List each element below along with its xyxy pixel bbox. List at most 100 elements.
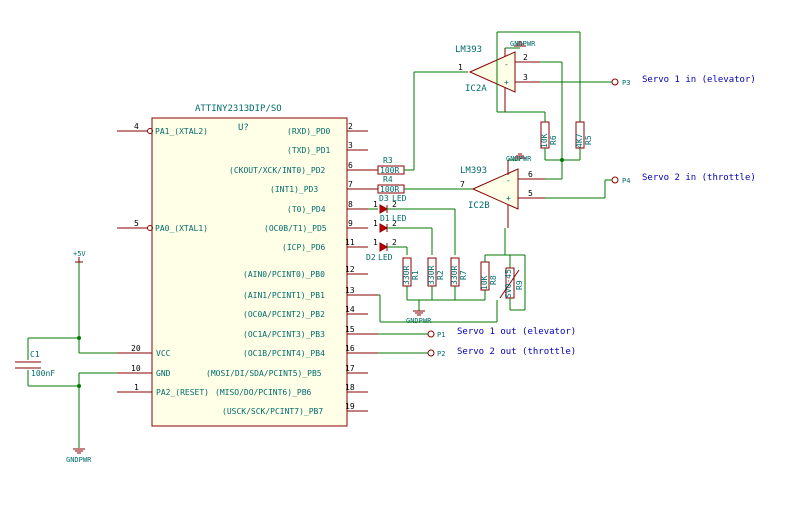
p2-ref: P2 bbox=[437, 350, 445, 358]
r9-ref: R9 bbox=[515, 280, 524, 290]
led-d1: 1 2 D1 LED bbox=[373, 214, 433, 255]
pin-name-pd0: (RXD)_PD0 bbox=[287, 127, 331, 136]
ic2a-pin3: 3 bbox=[523, 73, 528, 82]
led-d3: 1 2 D3 LED bbox=[368, 194, 456, 255]
port-p2: P2 Servo 2 out (throttle) bbox=[378, 347, 576, 358]
pin-num-18: 18 bbox=[345, 383, 355, 392]
d2-label: LED bbox=[378, 253, 393, 262]
ic2a-minus: - bbox=[504, 60, 509, 69]
resistor-r4: R4 100R bbox=[377, 175, 473, 194]
r5-value: 4K7 bbox=[575, 133, 584, 148]
pin-name-pa0: PA0_(XTAL1) bbox=[155, 224, 208, 233]
p1-ref: P1 bbox=[437, 331, 445, 339]
ic2b-minus: - bbox=[506, 176, 511, 185]
r6-ref: R6 bbox=[549, 135, 558, 145]
led-resistors: 330R R1 330R R2 330R R7 GNDPWR bbox=[402, 257, 485, 325]
r8-value: 10K bbox=[480, 275, 489, 290]
r1-value: 330R bbox=[402, 266, 411, 285]
gnd-mid-symbol bbox=[413, 310, 425, 316]
d2-led-icon bbox=[379, 242, 389, 252]
r5-ref: R5 bbox=[584, 135, 593, 145]
pin-name-pb3: (OC1A/PCINT3)_PB3 bbox=[243, 330, 325, 339]
power-section: +5V C1 100nF GNDPWR bbox=[15, 250, 117, 464]
pin-name-pd4: (T0)_PD4 bbox=[287, 205, 326, 214]
ic2a-ref: IC2A bbox=[465, 84, 487, 94]
c1-ref: C1 bbox=[30, 350, 40, 359]
d2-pin2: 2 bbox=[392, 238, 397, 247]
pin-name-pd1: (TXD)_PD1 bbox=[287, 146, 331, 155]
r4-value: 100R bbox=[380, 185, 399, 194]
comparator-ic2a: - + 2 3 1 LM393 IC2A GNDPWR bbox=[455, 40, 540, 112]
pin-name-pa2: PA2_(RESET) bbox=[156, 388, 209, 397]
pin-name-pb4: (OC1B/PCINT4)_PB4 bbox=[243, 349, 325, 358]
c1-value: 100nF bbox=[31, 369, 55, 378]
pin-num-6: 6 bbox=[348, 161, 353, 170]
pin-num-5: 5 bbox=[134, 219, 139, 228]
pin-num-3: 3 bbox=[348, 141, 353, 150]
p2-label: Servo 2 out (throttle) bbox=[457, 347, 576, 357]
pin-name-pb7: (USCK/SCK/PCINT7)_PB7 bbox=[222, 407, 323, 416]
pin-num-10: 10 bbox=[131, 364, 141, 373]
d1-pin1: 1 bbox=[373, 219, 378, 228]
pin-num-13: 13 bbox=[345, 286, 355, 295]
p3-label: Servo 1 in (elevator) bbox=[642, 75, 756, 85]
ic2b-pin7: 7 bbox=[460, 180, 465, 189]
ic2b-plus: + bbox=[506, 194, 511, 203]
pin-num-12: 12 bbox=[345, 265, 355, 274]
r3-value: 100R bbox=[380, 166, 399, 175]
ic2a-pin2: 2 bbox=[523, 53, 528, 62]
trim-network: 10K R8 SV0-45 R9 bbox=[480, 228, 526, 311]
port-p3: P3 Servo 1 in (elevator) bbox=[611, 75, 756, 87]
d3-pin1: 1 bbox=[373, 200, 378, 209]
pin-num-15: 15 bbox=[345, 325, 355, 334]
r8-ref: R8 bbox=[489, 275, 498, 285]
r9-value: SV0-45 bbox=[504, 269, 513, 298]
pin-num-20: 20 bbox=[131, 344, 141, 353]
pin-num-17: 17 bbox=[345, 364, 355, 373]
p1-label: Servo 1 out (elevator) bbox=[457, 327, 576, 337]
chip-ref: U? bbox=[238, 123, 249, 133]
pin-name-gnd: GND bbox=[156, 369, 171, 378]
d3-label: LED bbox=[392, 194, 407, 203]
p3-ref: P3 bbox=[622, 79, 630, 87]
pin-num-19: 19 bbox=[345, 402, 355, 411]
divider-network: 10K R6 4K7 R5 bbox=[496, 31, 612, 199]
pin-num-2: 2 bbox=[348, 122, 353, 131]
d1-label: LED bbox=[392, 214, 407, 223]
r2-value: 330R bbox=[427, 266, 436, 285]
ic2a-plus: + bbox=[504, 78, 509, 87]
d1-ref: D1 bbox=[380, 214, 390, 223]
ic2b-gnd-label: GNDPWR bbox=[506, 155, 532, 163]
d3-led-icon bbox=[379, 204, 389, 214]
right-pins: 2 (RXD)_PD0 3 (TXD)_PD1 6 (CKOUT/XCK/INT… bbox=[206, 122, 378, 416]
ic2b-part: LM393 bbox=[460, 166, 487, 176]
r1-ref: R1 bbox=[411, 270, 420, 280]
pin-name-pb2: (OC0A/PCINT2)_PB2 bbox=[243, 310, 325, 319]
d2-pin1: 1 bbox=[373, 238, 378, 247]
d2-ref: D2 bbox=[366, 253, 376, 262]
ic2b-ref: IC2B bbox=[468, 201, 490, 211]
gnd-mid-label: GNDPWR bbox=[406, 317, 432, 325]
pin-name-pd3: (INT1)_PD3 bbox=[270, 185, 318, 194]
pin-name-pb5: (MOSI/DI/SDA/PCINT5)_PB5 bbox=[206, 369, 322, 378]
pin-name-pd5: (OC0B/T1)_PD5 bbox=[264, 224, 327, 233]
port-p1: P1 Servo 1 out (elevator) bbox=[378, 327, 576, 339]
vcc-label: +5V bbox=[73, 250, 86, 258]
port-p4: P4 Servo 2 in (throttle) bbox=[611, 173, 756, 185]
ic2a-pin1: 1 bbox=[458, 63, 463, 72]
pin-name-pb6: (MISO/DO/PCINT6)_PB6 bbox=[215, 388, 312, 397]
r7-ref: R7 bbox=[459, 270, 468, 280]
pin-name-pb1: (AIN1/PCINT1)_PB1 bbox=[243, 291, 325, 300]
resistor-r3: R3 100R bbox=[377, 71, 468, 175]
pin-num-8: 8 bbox=[348, 200, 353, 209]
r7-value: 330R bbox=[450, 266, 459, 285]
pin-num-1: 1 bbox=[134, 383, 139, 392]
gnd-label: GNDPWR bbox=[66, 456, 92, 464]
d1-led-icon bbox=[379, 223, 389, 233]
chip-body bbox=[151, 117, 348, 427]
pin-num-14: 14 bbox=[345, 305, 355, 314]
r3-ref: R3 bbox=[383, 156, 393, 165]
pin-name-pb0: (AIN0/PCINT0)_PB0 bbox=[243, 270, 325, 279]
comparator-ic2b: - + 6 5 7 LM393 IC2B GNDPWR bbox=[460, 153, 545, 228]
